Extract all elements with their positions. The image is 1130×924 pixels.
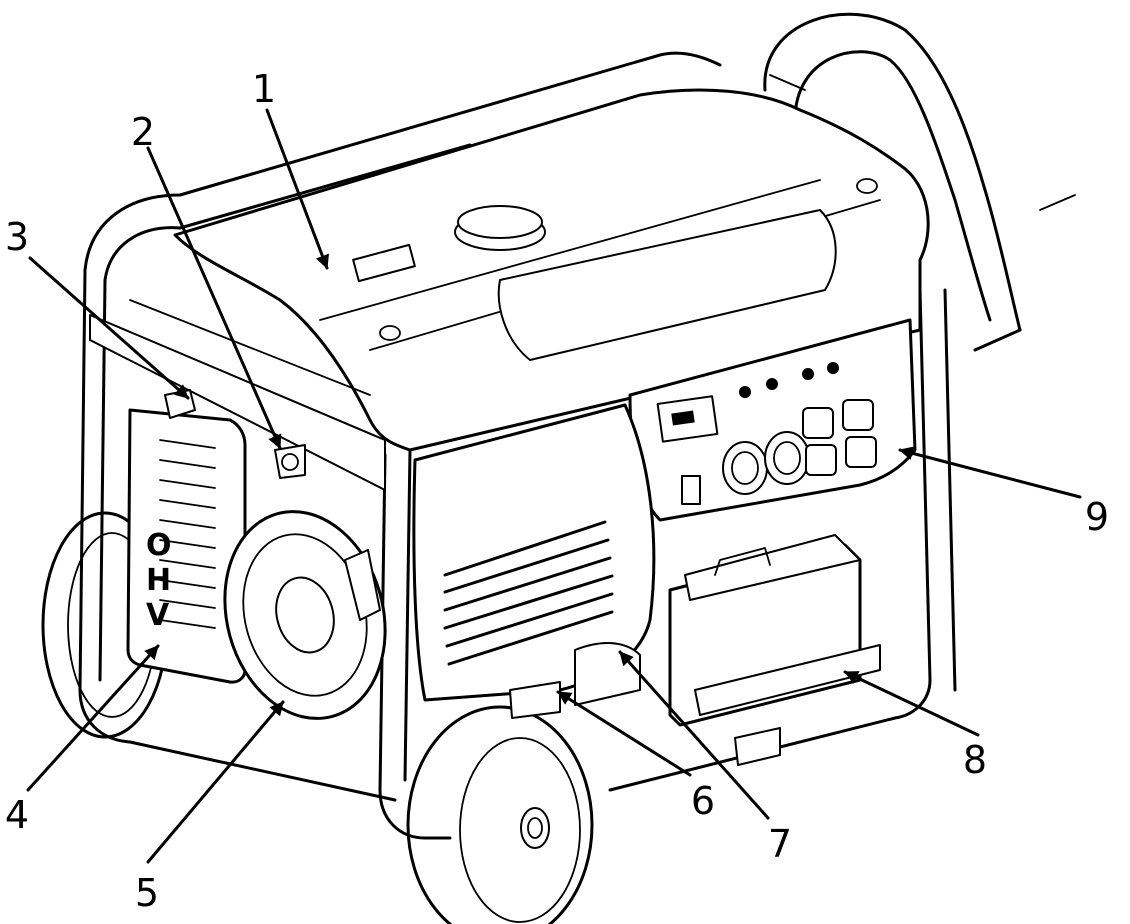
callout-arrow-9 <box>898 446 1082 499</box>
battery <box>668 534 881 766</box>
callout-arrow-4 <box>26 644 160 792</box>
callout-label-6: 6 <box>691 779 715 823</box>
callout-arrow-2 <box>146 146 282 450</box>
callout-label-2: 2 <box>131 110 155 154</box>
callout-label-3: 3 <box>5 215 29 259</box>
frame <box>78 51 957 840</box>
callout-arrow-7 <box>618 650 770 820</box>
ohv-letter-h: H <box>146 563 171 598</box>
handle <box>763 12 1076 352</box>
spark-plug <box>274 444 306 479</box>
callout-arrows <box>26 108 1082 864</box>
fuel-tank <box>173 88 930 452</box>
callout-arrow-3 <box>28 256 190 400</box>
callout-label-7: 7 <box>768 822 792 866</box>
callout-label-5: 5 <box>135 871 159 915</box>
air-cleaner: O H V <box>126 389 247 684</box>
ohv-letter-v: V <box>146 598 170 633</box>
callout-label-1: 1 <box>252 67 276 111</box>
callout-label-8: 8 <box>963 738 987 782</box>
ohv-letter-o: O <box>146 528 172 563</box>
front-wheel <box>406 705 594 924</box>
callout-label-4: 4 <box>5 793 29 837</box>
callout-labels: 1 2 3 4 5 6 7 8 9 <box>5 67 1109 915</box>
callout-arrow-5 <box>146 700 285 864</box>
control-panel <box>628 318 917 522</box>
callout-label-9: 9 <box>1085 495 1109 539</box>
alternator-housing <box>412 403 656 702</box>
crossbar <box>89 299 386 491</box>
callout-arrow-8 <box>843 670 980 737</box>
recoil-starter <box>223 510 387 720</box>
callout-arrow-1 <box>265 108 329 270</box>
callout-arrow-6 <box>556 690 692 777</box>
